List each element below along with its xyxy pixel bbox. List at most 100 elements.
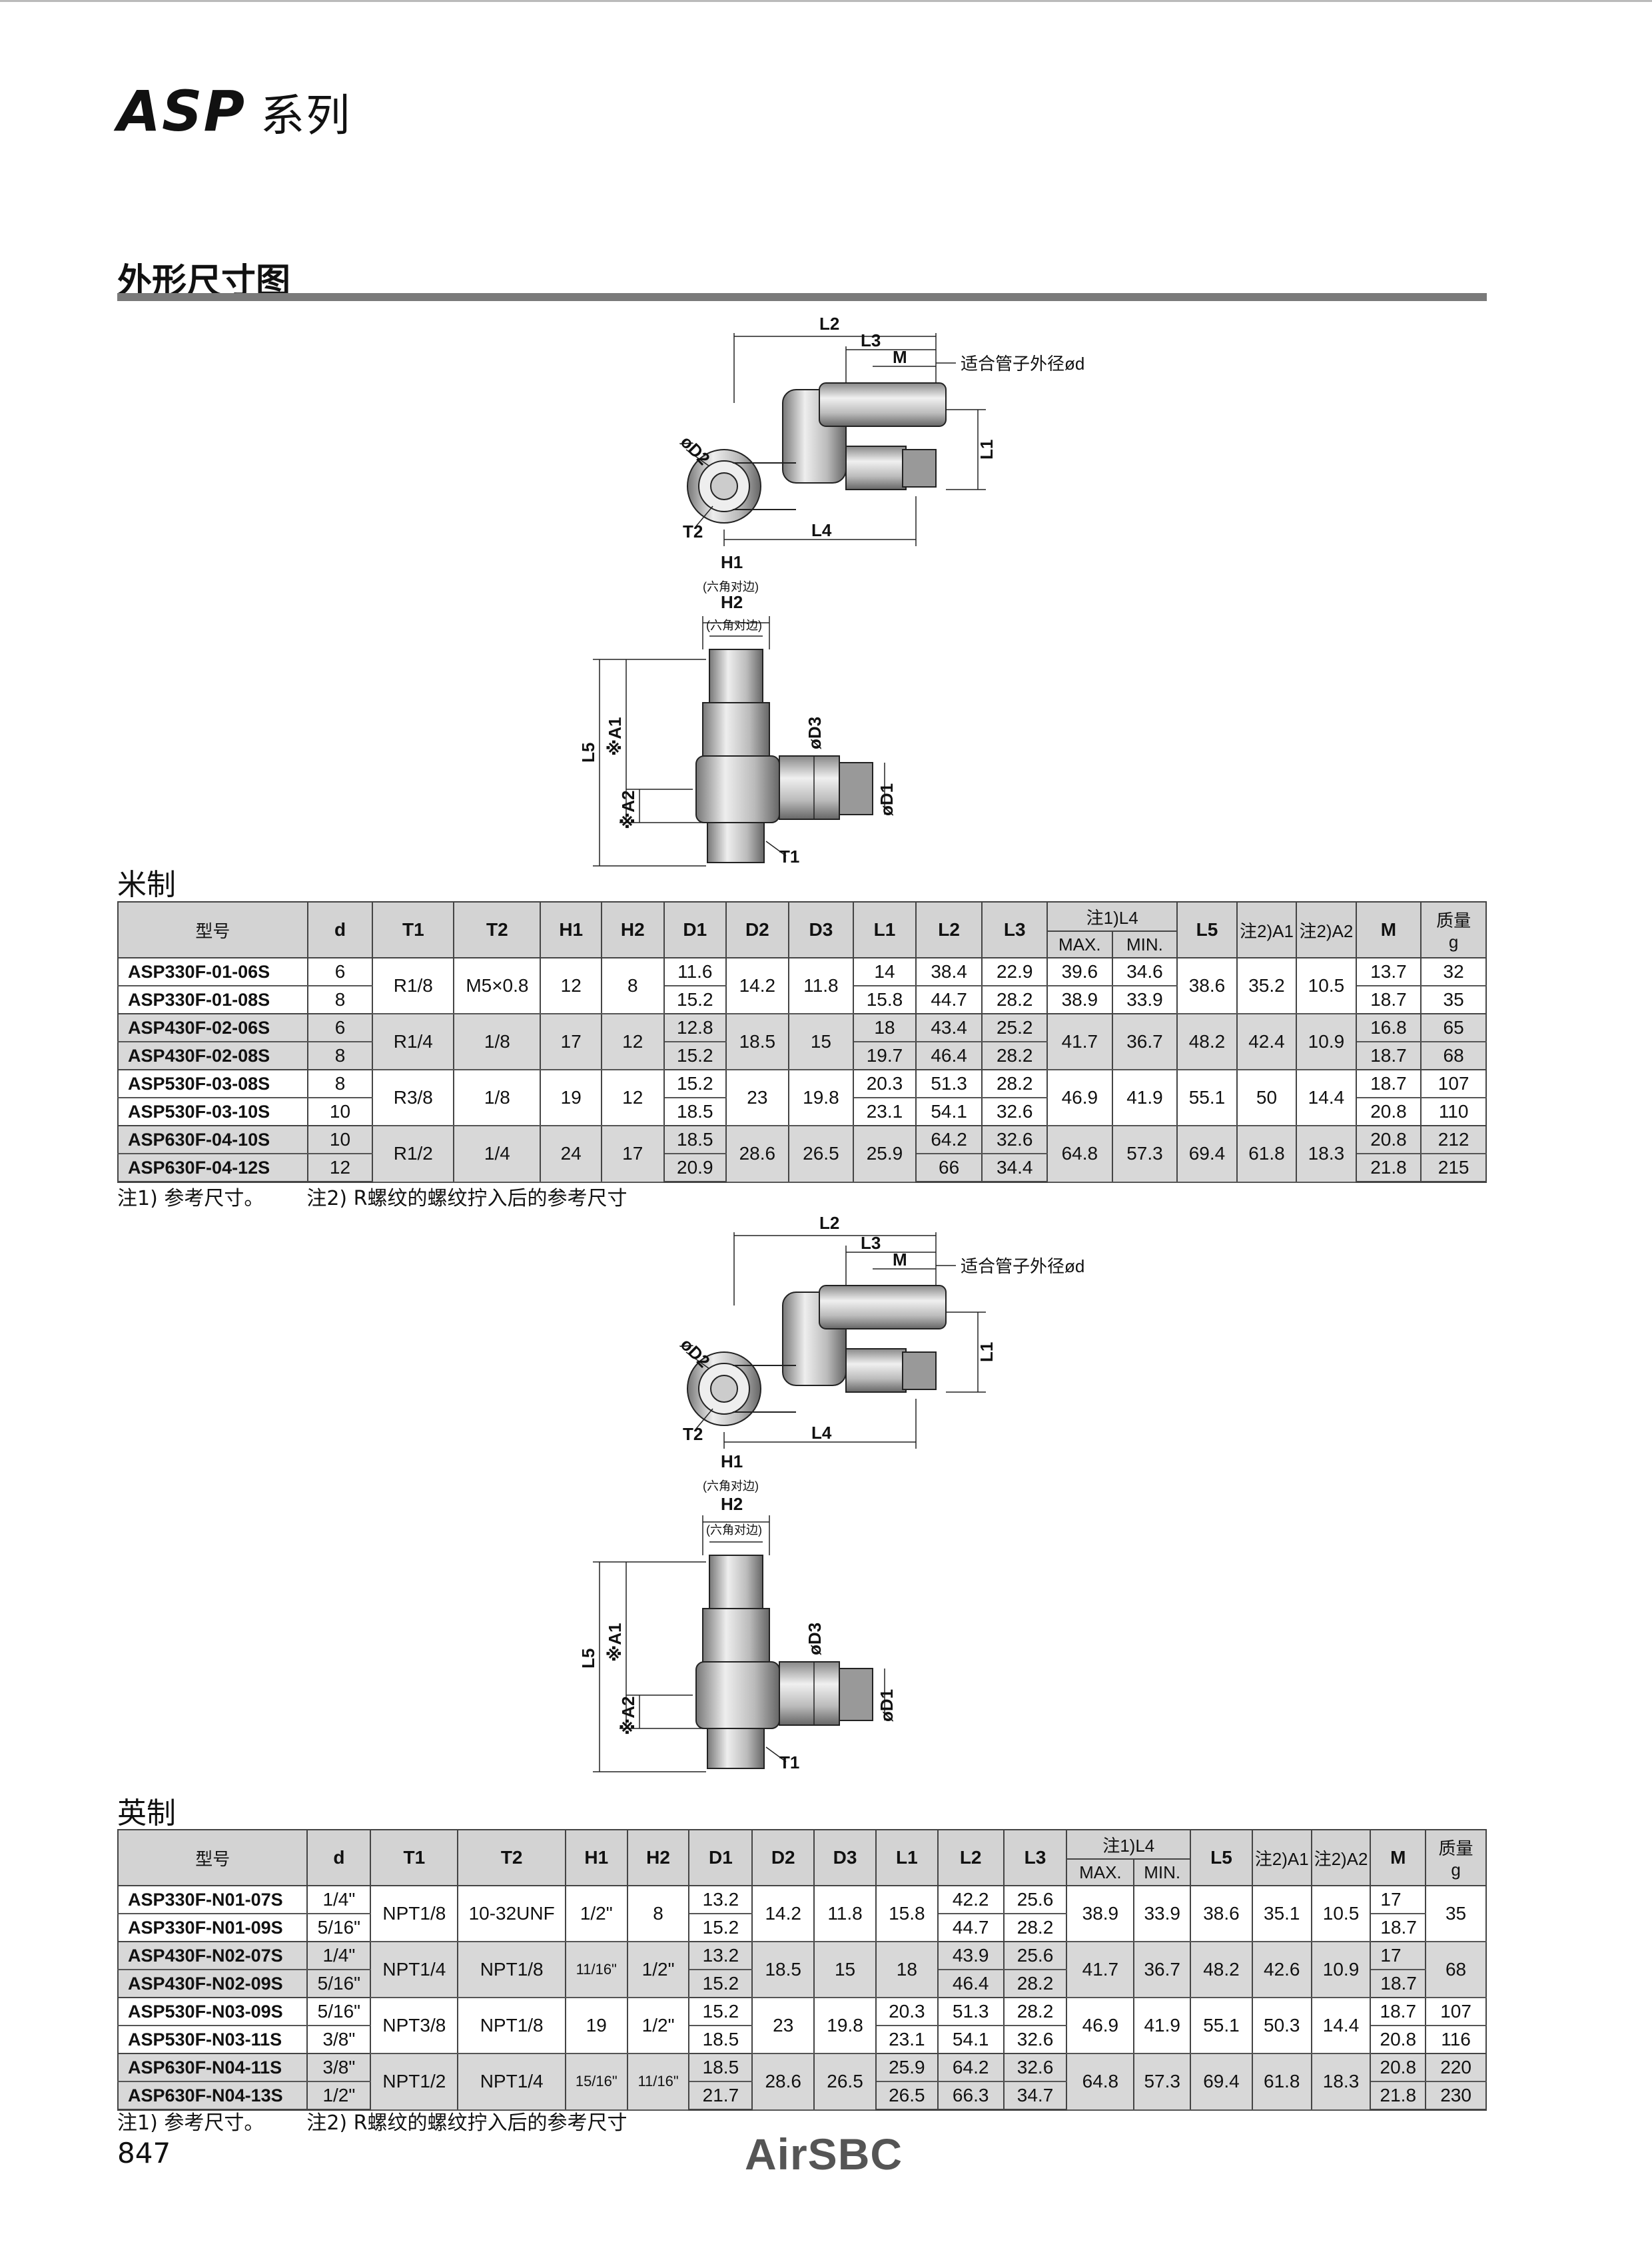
imperial-table: 型号 d T1 T2 H1 H2 D1 D2 D3 L1 L2 L3 注1)L4… [117,1829,1487,2111]
table-row: ASP430F-02-08S 8 15.2 19.7 46.4 28.2 18.… [117,1042,1487,1070]
col-mass-label: 质量 [1438,1838,1473,1858]
col-T2: T2 [457,1829,566,1886]
dim-A2: ※A2 [618,790,638,829]
cell-D1: 15.2 [663,1042,727,1070]
cell-D3: 26.5 [813,2053,877,2111]
cell-L4-min: 57.3 [1111,1125,1178,1183]
section-rule [117,293,1487,301]
cell-L3: 25.2 [981,1013,1048,1042]
dim-H1-hex: (六角对边) [703,1479,759,1493]
metric-notes: 注1) 参考尺寸。注2) R螺纹的螺纹拧入后的参考尺寸 [117,1182,627,1211]
cell-d: 5/16" [306,1970,372,1998]
col-A2: 注2)A2 [1296,901,1357,958]
cell-T1: NPT1/2 [370,2053,459,2111]
cell-T2: 1/4 [453,1125,542,1183]
cell-d: 8 [306,1042,374,1070]
col-d: d [306,1829,372,1886]
imperial-title: 英制 [117,1796,176,1830]
col-L5: L5 [1190,1829,1253,1886]
page-number: 847 [117,2137,171,2169]
cell-d: 3/8" [306,2053,372,2082]
col-L3: L3 [981,901,1048,958]
cell-T1: NPT1/8 [370,1885,459,1942]
table-row: ASP430F-N02-09S 5/16" 15.2 46.4 28.2 18.… [117,1970,1486,1998]
imperial-table-body: ASP330F-N01-07S 1/4" NPT1/8 10-32UNF 1/2… [117,1885,1487,2111]
col-L4: 注1)L4 [1046,901,1178,932]
cell-D1: 15.2 [688,1997,753,2026]
cell-mass: 230 [1425,2081,1487,2111]
cell-A2: 10.5 [1310,1885,1372,1942]
cell-mass: 110 [1420,1098,1487,1126]
col-D2: D2 [725,901,789,958]
cell-H2: 11/16" [626,2053,690,2111]
cell-L5: 69.4 [1176,1125,1238,1183]
cell-model: ASP430F-N02-07S [117,1941,308,1970]
cell-L1: 23.1 [875,2026,939,2054]
col-mass-unit: g [1451,1860,1461,1880]
cell-H2: 1/2" [626,1941,690,1998]
dim-L3: L3 [861,1233,881,1253]
cell-A1: 35.1 [1251,1885,1312,1942]
cell-A1: 35.2 [1236,957,1298,1014]
cell-L2: 66.3 [937,2081,1005,2111]
cell-model: ASP330F-01-08S [117,986,308,1014]
dim-M: M [893,347,907,367]
col-L4-min: MIN. [1133,1858,1192,1886]
cell-D1: 18.5 [688,2053,753,2082]
cell-L2: 38.4 [915,957,983,986]
cell-M: 21.8 [1355,1154,1422,1183]
cell-L2: 54.1 [937,2026,1005,2054]
cell-mass: 65 [1420,1013,1487,1042]
note-2: 注2) R螺纹的螺纹拧入后的参考尺寸 [306,2111,627,2135]
cell-L1: 25.9 [853,1125,917,1183]
col-D1: D1 [688,1829,753,1886]
col-A1: 注2)A1 [1251,1829,1312,1886]
cell-H1: 12 [540,957,602,1014]
cell-H2: 8 [600,957,665,1014]
cell-A2: 14.4 [1296,1069,1357,1126]
cell-L2: 46.4 [915,1042,983,1070]
cell-L4-max: 46.9 [1066,1997,1135,2054]
dim-H2: H2 [721,1494,743,1514]
cell-T2: NPT1/4 [457,2053,566,2111]
dim-T1: T1 [779,1752,799,1772]
cell-L4-max: 38.9 [1066,1885,1135,1942]
cell-L1: 23.1 [853,1098,917,1126]
cell-M: 18.7 [1355,1042,1422,1070]
col-A2: 注2)A2 [1310,1829,1372,1886]
cell-A2: 18.3 [1296,1125,1357,1183]
cell-L3: 25.6 [1003,1885,1068,1914]
cell-L4-min: 36.7 [1111,1013,1178,1070]
cell-L2: 44.7 [915,986,983,1014]
cell-D2: 23 [725,1069,789,1126]
cell-d: 3/8" [306,2026,372,2054]
cell-D3: 19.8 [813,1997,877,2054]
cell-mass: 220 [1425,2053,1487,2082]
table-row: ASP330F-01-08S 8 15.2 15.8 44.7 28.2 38.… [117,986,1487,1014]
cell-H1: 11/16" [564,1941,628,1998]
col-M: M [1370,1829,1427,1886]
cell-A2: 10.5 [1296,957,1357,1014]
cell-L4-max: 38.9 [1046,986,1113,1014]
dim-A2: ※A2 [618,1696,638,1735]
cell-L2: 43.9 [937,1941,1005,1970]
cell-T1: R1/4 [372,1013,455,1070]
cell-D3: 19.8 [787,1069,855,1126]
table-row: ASP430F-02-06S 6 R1/4 1/8 17 12 12.8 18.… [117,1013,1487,1070]
dim-L1: L1 [977,1342,997,1362]
cell-d: 10 [306,1125,374,1154]
cell-H2: 8 [626,1885,690,1942]
cell-L2: 64.2 [937,2053,1005,2082]
cell-d: 1/4" [306,1941,372,1970]
cell-L5: 48.2 [1190,1941,1253,1998]
dim-H1: H1 [721,1451,743,1471]
cell-model: ASP330F-N01-07S [117,1885,308,1914]
cell-T2: 10-32UNF [457,1885,566,1942]
cell-D1: 21.7 [688,2081,753,2111]
cell-model: ASP330F-01-06S [117,957,308,986]
col-T1: T1 [370,1829,459,1886]
drawing-metric: L2 L3 M 适合管子外径ød L1 øD2 T2 L4 H1 (六角对边) … [578,314,1084,867]
note-1: 注1) 参考尺寸。 [117,1187,264,1210]
cell-H1: 17 [540,1013,602,1070]
cell-model: ASP430F-02-08S [117,1042,308,1070]
